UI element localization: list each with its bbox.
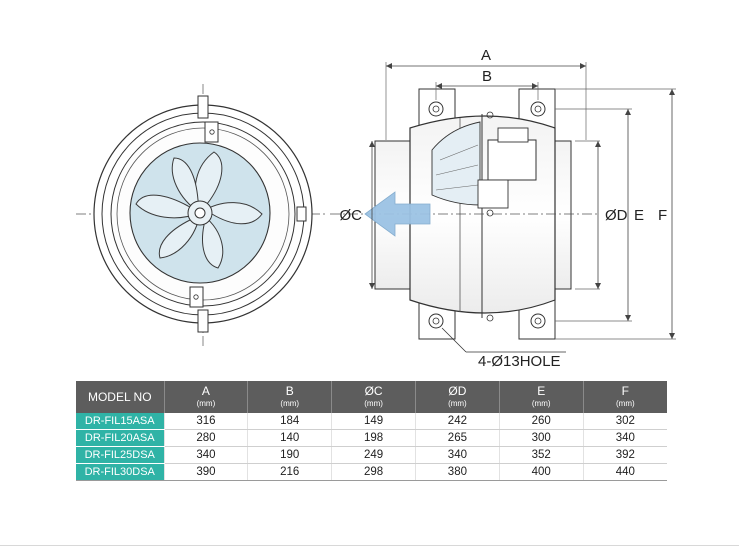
- dim-label-b: B: [482, 68, 492, 85]
- header-col-b: B(mm): [247, 381, 333, 413]
- table-cell: 190: [247, 446, 333, 464]
- table-row: DR-FIL15ASA 316 184 149 242 260 302: [76, 413, 667, 430]
- table-cell: 198: [331, 429, 416, 447]
- table-cell: 260: [499, 413, 584, 430]
- header-col-f: F(mm): [583, 381, 667, 413]
- table-cell: 140: [247, 429, 333, 447]
- technical-drawing: A B ØC ØD E F 4-Ø13HOLE: [76, 47, 676, 370]
- table-cell: 302: [583, 413, 667, 430]
- table-cell: 440: [583, 463, 667, 481]
- bottom-divider: [0, 545, 739, 546]
- table-cell: 316: [164, 413, 249, 430]
- table-cell: 340: [583, 429, 667, 447]
- table-cell: 300: [499, 429, 584, 447]
- hole-note: 4-Ø13HOLE: [478, 353, 561, 370]
- header-col-e: E(mm): [499, 381, 584, 413]
- table-cell: 184: [247, 413, 333, 430]
- table-row: DR-FIL25DSA 340 190 249 340 352 392: [76, 446, 667, 464]
- table-cell: 249: [331, 446, 416, 464]
- spec-table: MODEL NO A(mm) B(mm) ØC(mm) ØD(mm) E(mm)…: [76, 381, 667, 481]
- table-cell: 242: [415, 413, 500, 430]
- table-cell: 352: [499, 446, 584, 464]
- side-view: [330, 62, 676, 353]
- header-col-od: ØD(mm): [415, 381, 500, 413]
- dim-label-e: E: [634, 207, 644, 224]
- dim-label-f: F: [658, 207, 667, 224]
- table-cell: 265: [415, 429, 500, 447]
- front-view: [76, 84, 326, 346]
- table-header-row: MODEL NO A(mm) B(mm) ØC(mm) ØD(mm) E(mm)…: [76, 381, 667, 413]
- table-cell: 216: [247, 463, 333, 481]
- table-cell: 390: [164, 463, 249, 481]
- table-row: DR-FIL20ASA 280 140 198 265 300 340: [76, 429, 667, 447]
- table-cell: 149: [331, 413, 416, 430]
- header-col-oc: ØC(mm): [331, 381, 416, 413]
- airflow-arrow-icon: [364, 191, 431, 237]
- table-cell: 298: [331, 463, 416, 481]
- dim-label-od: ØD: [605, 207, 628, 224]
- table-row: DR-FIL30DSA 390 216 298 380 400 440: [76, 463, 667, 481]
- model-cell: DR-FIL20ASA: [76, 429, 165, 447]
- table-cell: 380: [415, 463, 500, 481]
- model-cell: DR-FIL15ASA: [76, 413, 165, 430]
- header-col-a: A(mm): [164, 381, 249, 413]
- table-cell: 400: [499, 463, 584, 481]
- dim-label-a: A: [481, 47, 491, 64]
- table-cell: 340: [164, 446, 249, 464]
- table-cell: 392: [583, 446, 667, 464]
- dim-label-oc: ØC: [340, 207, 363, 224]
- header-model-no: MODEL NO: [76, 381, 165, 413]
- table-cell: 340: [415, 446, 500, 464]
- model-cell: DR-FIL30DSA: [76, 463, 165, 481]
- model-cell: DR-FIL25DSA: [76, 446, 165, 464]
- table-cell: 280: [164, 429, 249, 447]
